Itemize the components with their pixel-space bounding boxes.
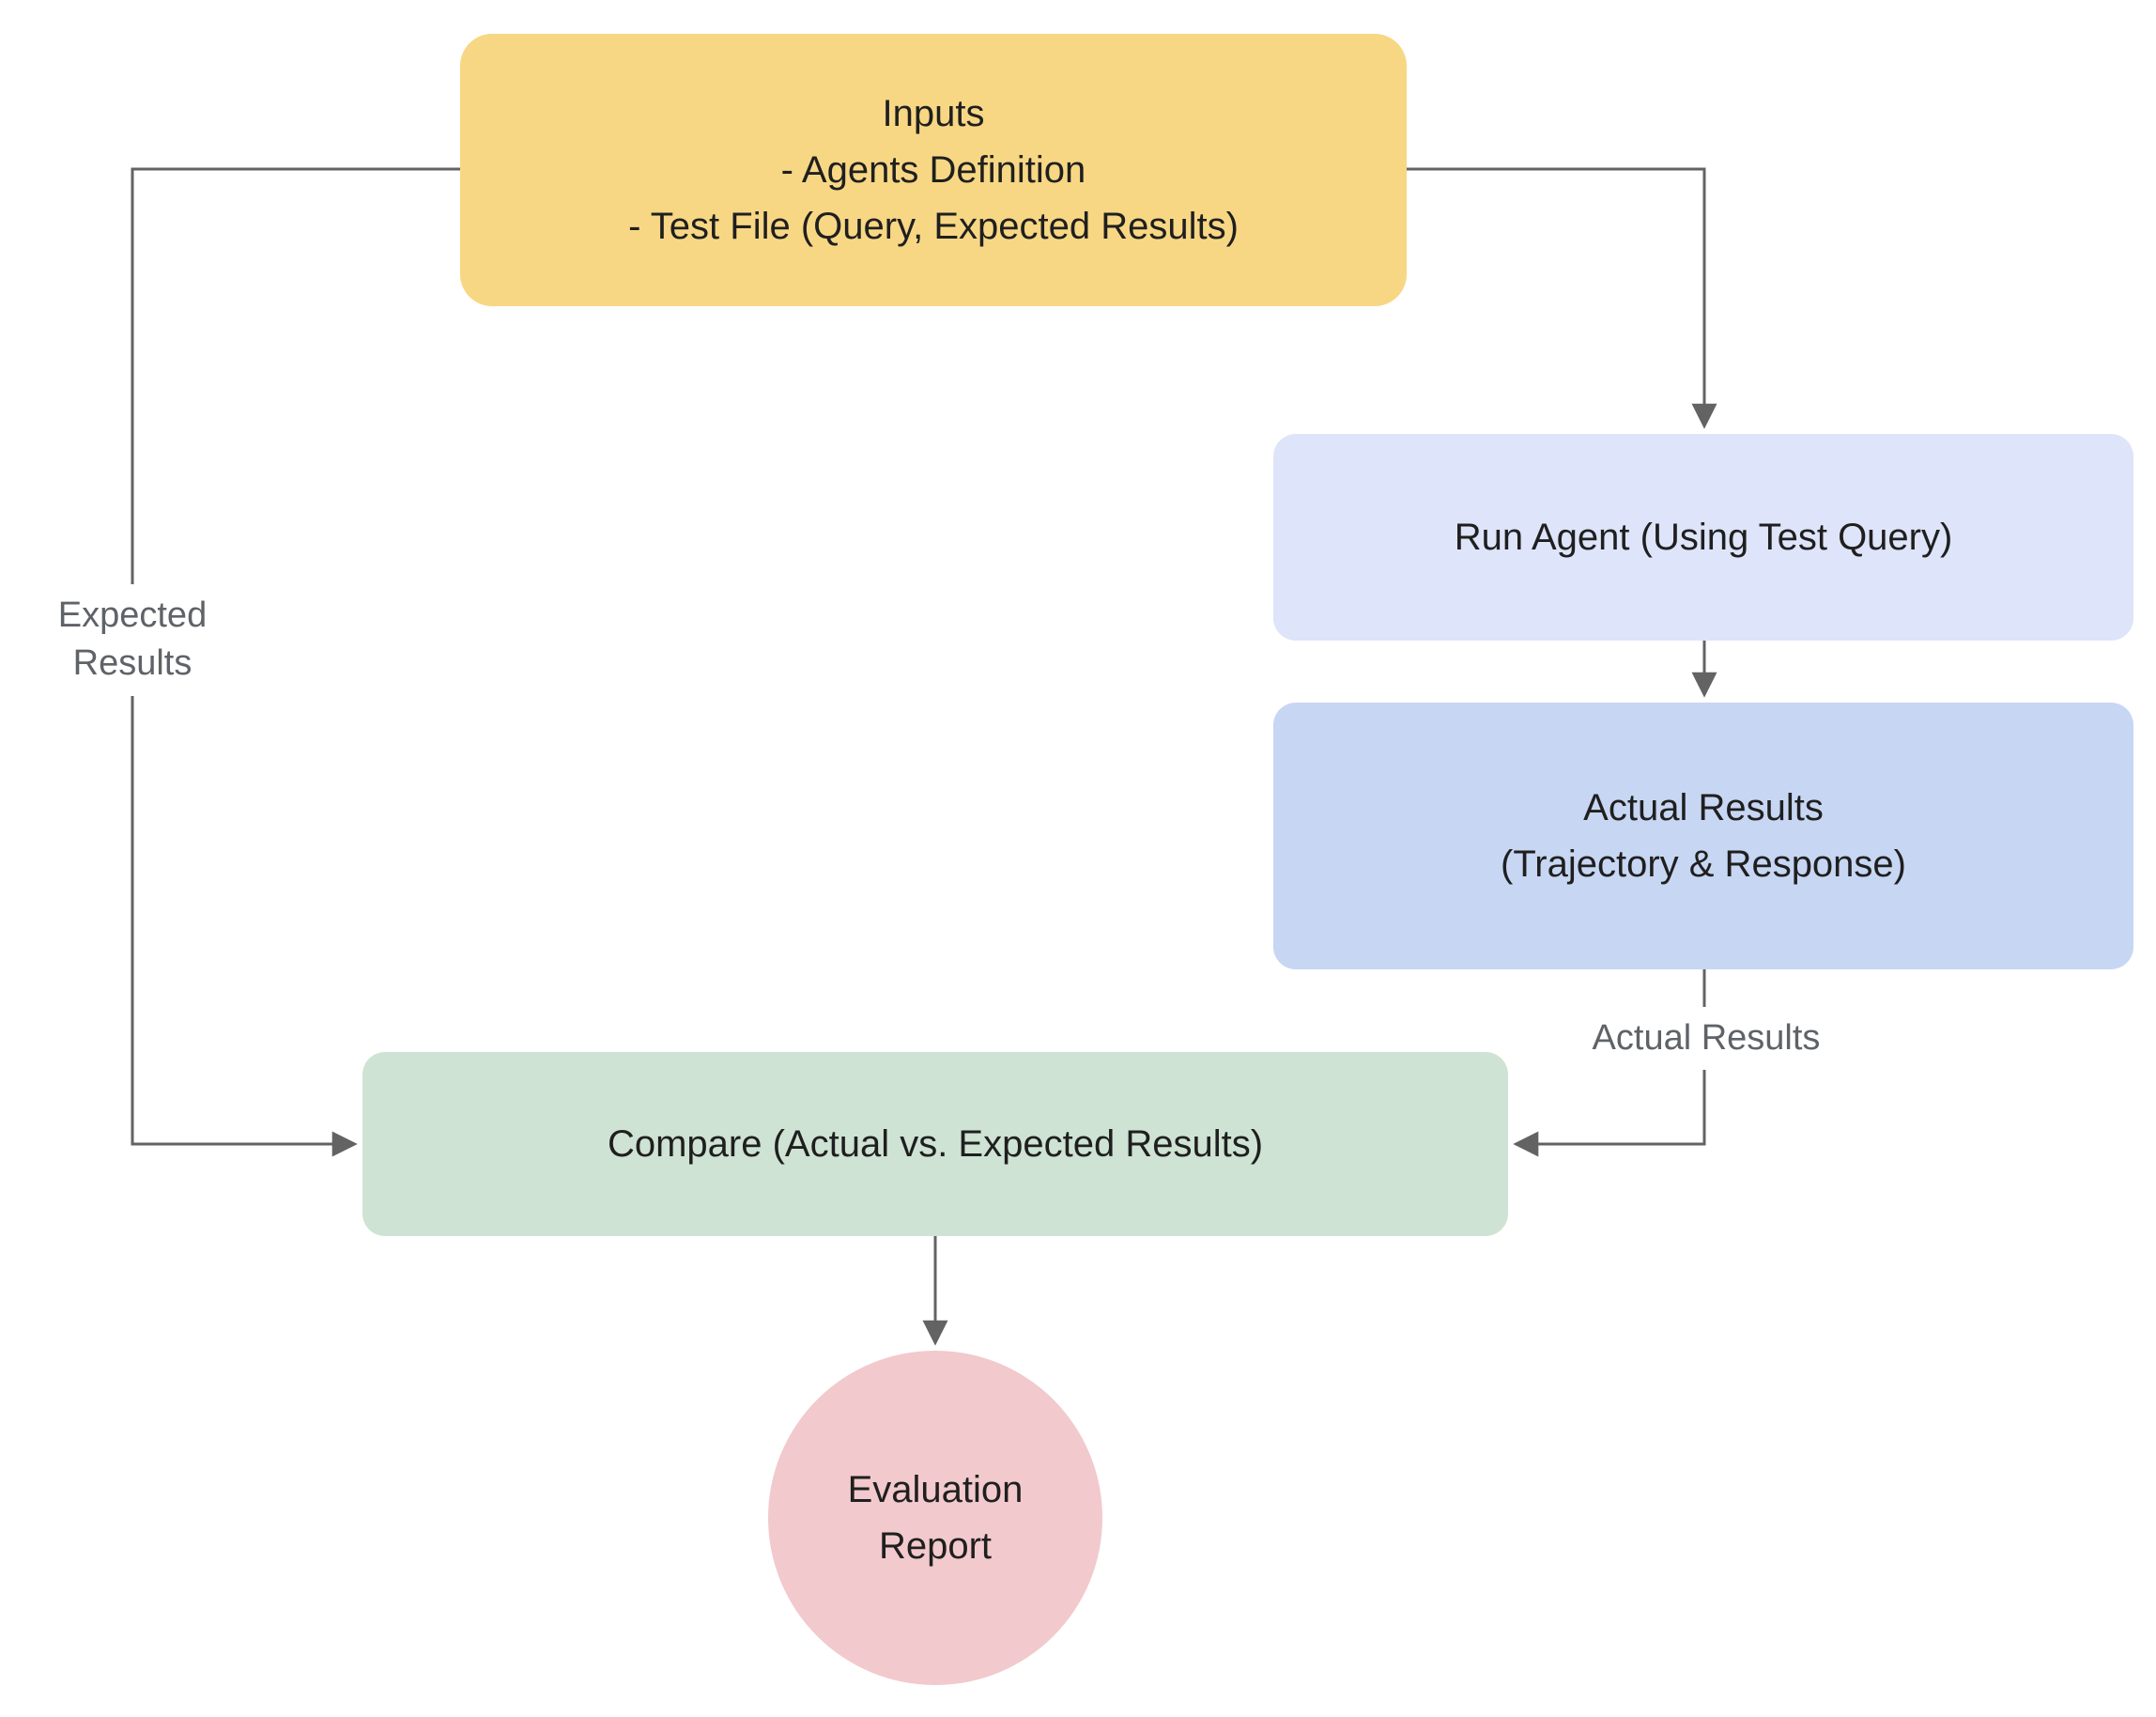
connector-inputs-to-run-agent <box>1407 167 1717 429</box>
node-run-agent: Run Agent (Using Test Query) <box>1273 434 2133 641</box>
edge-label-expected-results: Expected Results <box>24 584 240 696</box>
node-compare: Compare (Actual vs. Expected Results) <box>362 1052 1508 1236</box>
node-actual-results: Actual Results (Trajectory & Response) <box>1273 703 2133 969</box>
node-evaluation-report: Evaluation Report <box>768 1351 1102 1685</box>
edge-label-actual-results: Actual Results <box>1551 1007 1861 1071</box>
node-inputs: Inputs - Agents Definition - Test File (… <box>460 34 1407 306</box>
